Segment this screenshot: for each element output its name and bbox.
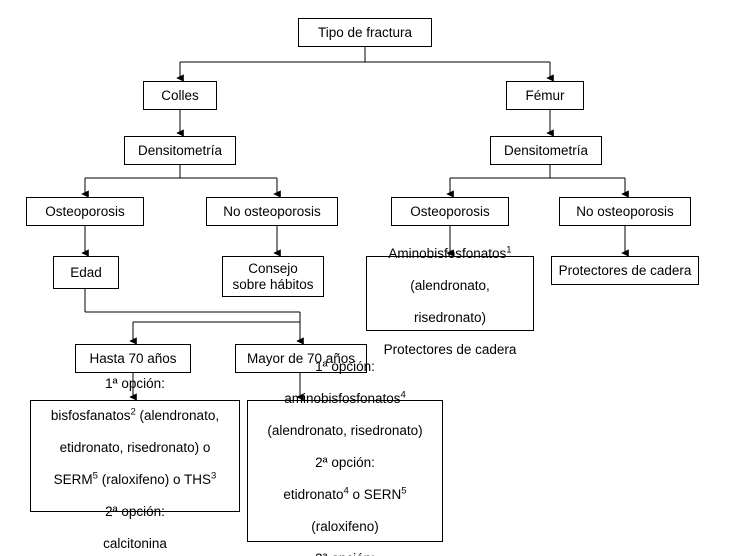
node-consejo-sobre-habitos[interactable]: Consejo sobre hábitos: [222, 256, 324, 297]
t1-line5: 2ª opción:: [105, 504, 165, 519]
t2-line4: 2ª opción:: [315, 455, 375, 470]
node-no-osteoporosis-colles[interactable]: No osteoporosis: [206, 197, 338, 226]
femur-treatment-line3: risedronato): [413, 309, 487, 325]
t2-line5-drug: etidronato: [283, 487, 344, 502]
node-femur[interactable]: Fémur: [506, 81, 584, 110]
node-mayor-de-70-anos[interactable]: Mayor de 70 años: [235, 344, 367, 373]
t1-line4-superscript-1: 5: [92, 470, 98, 482]
t2-line5-superscript-1: 4: [343, 485, 349, 497]
t2-line2-superscript: 4: [400, 389, 406, 401]
t2-line1: 1ª opción:: [315, 359, 375, 374]
t1-line6: calcitonina: [103, 536, 167, 551]
node-tipo-de-fractura[interactable]: Tipo de fractura: [298, 18, 432, 47]
femur-treatment-line2: (alendronato,: [410, 277, 490, 293]
femur-treatment-line1-superscript: 1: [506, 244, 512, 255]
node-hasta-70-anos[interactable]: Hasta 70 años: [75, 344, 191, 373]
t2-line2-drug: aminobisfosfonatos: [284, 391, 401, 406]
node-treatment-hasta-70[interactable]: 1ª opción: bisfosfanatos2 (alendronato, …: [30, 376, 240, 551]
t1-line4-serm: SERM: [53, 472, 93, 487]
t1-line3: etidronato, risedronato) o: [59, 440, 211, 455]
node-edad[interactable]: Edad: [53, 256, 119, 289]
femur-treatment-line1: Aminobisfosfonatos: [388, 245, 507, 261]
node-densitometria-femur[interactable]: Densitometría: [490, 136, 602, 165]
t2-line5-mid: o SERN: [348, 487, 402, 502]
t1-line2-superscript: 2: [130, 406, 136, 418]
node-osteoporosis-colles[interactable]: Osteoporosis: [26, 197, 144, 226]
node-no-osteoporosis-femur[interactable]: No osteoporosis: [559, 197, 691, 226]
node-treatment-mayor-70[interactable]: 1ª opción: aminobisfosfonatos4 (alendron…: [247, 359, 443, 556]
t2-line3: (alendronato, risedronato): [267, 423, 423, 438]
t2-line7: 3ª opción:: [315, 551, 375, 556]
t1-line2-tail: (alendronato,: [135, 408, 220, 423]
node-osteoporosis-femur[interactable]: Osteoporosis: [391, 197, 509, 226]
t1-line4-mid: (raloxifeno) o THS: [97, 472, 212, 487]
t2-line6: (raloxifeno): [311, 519, 379, 534]
node-protectores-de-cadera[interactable]: Protectores de cadera: [551, 256, 699, 285]
t1-line1: 1ª opción:: [105, 376, 165, 391]
node-densitometria-colles[interactable]: Densitometría: [124, 136, 236, 165]
femur-treatment-line4: Protectores de cadera: [383, 341, 517, 357]
node-colles[interactable]: Colles: [143, 81, 217, 110]
t2-line5-superscript-2: 5: [401, 485, 407, 497]
t1-line2-drug: bisfosfanatos: [50, 408, 131, 423]
t1-line4-superscript-2: 3: [211, 470, 217, 482]
node-femur-osteoporosis-treatment[interactable]: Aminobisfosfonatos1 (alendronato, risedr…: [366, 245, 534, 357]
